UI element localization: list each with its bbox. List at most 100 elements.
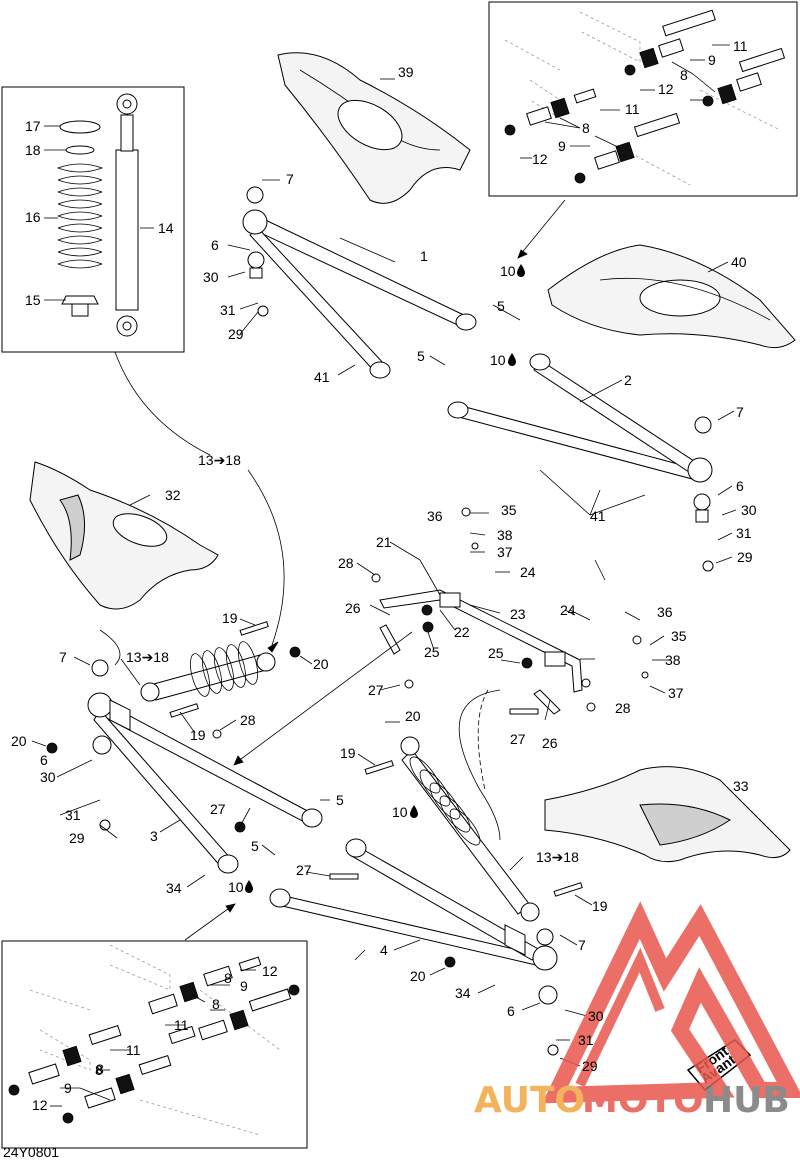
watermark-moto: MOTO bbox=[582, 1080, 704, 1121]
callout-20b: 20 bbox=[11, 733, 27, 749]
upper-a-arm-1 bbox=[242, 209, 477, 379]
callout-19c: 19 bbox=[340, 745, 356, 761]
grease-drop-icon bbox=[245, 880, 253, 893]
callout-6c: 6 bbox=[40, 752, 48, 768]
callout-30d: 30 bbox=[588, 1008, 604, 1024]
callout-18: 18 bbox=[25, 142, 41, 158]
callout-27a: 27 bbox=[368, 682, 384, 698]
grease-drop-icons bbox=[245, 264, 525, 893]
callout-37a: 37 bbox=[497, 544, 513, 560]
callout-23: 23 bbox=[510, 606, 526, 622]
watermark-auto: AUTO bbox=[474, 1080, 585, 1121]
callout-10c: 10 bbox=[392, 804, 408, 820]
callout-11b: 11 bbox=[625, 101, 640, 117]
callout-9d: 9 bbox=[64, 1080, 72, 1096]
protector-33 bbox=[544, 766, 791, 863]
callout-21: 21 bbox=[376, 534, 392, 550]
callout-25a: 25 bbox=[424, 644, 440, 660]
callout-41b: 41 bbox=[590, 508, 606, 524]
callout-20a: 20 bbox=[313, 656, 329, 672]
bushing-set-top bbox=[504, 9, 786, 186]
callout-11d: 11 bbox=[126, 1042, 141, 1058]
callout-5a: 5 bbox=[497, 298, 505, 314]
callout-7a: 7 bbox=[286, 171, 294, 187]
callout-27b: 27 bbox=[210, 801, 226, 817]
callout-27c: 27 bbox=[296, 862, 312, 878]
callout-19b: 19 bbox=[190, 727, 206, 743]
callout-31d: 31 bbox=[578, 1032, 594, 1048]
callout-12b: 12 bbox=[532, 151, 548, 167]
callout-9b: 9 bbox=[558, 138, 566, 154]
callout-7b: 7 bbox=[736, 404, 744, 420]
protector-40 bbox=[547, 244, 796, 349]
callout-20d: 20 bbox=[410, 968, 426, 984]
callout-8d: 8 bbox=[212, 996, 220, 1012]
diagram-id: 24Y0801 bbox=[3, 1144, 59, 1160]
callout-8c: 8 bbox=[224, 970, 232, 986]
callout-34b: 34 bbox=[455, 985, 471, 1001]
callout-26b: 26 bbox=[542, 735, 558, 751]
callout-14: 14 bbox=[158, 220, 174, 236]
callout-13c: 13➔18 bbox=[536, 849, 579, 865]
callout-7c: 7 bbox=[59, 649, 67, 665]
callout-7d: 7 bbox=[578, 937, 586, 953]
sway-bar-21 bbox=[379, 589, 583, 715]
protector-39 bbox=[277, 52, 471, 204]
callout-8b: 8 bbox=[582, 120, 590, 136]
shock-front-right bbox=[400, 736, 540, 922]
callout-6d: 6 bbox=[507, 1003, 515, 1019]
callout-17: 17 bbox=[25, 118, 41, 134]
callout-6b: 6 bbox=[736, 478, 744, 494]
callout-26a: 26 bbox=[345, 600, 361, 616]
callout-20c: 20 bbox=[405, 708, 421, 724]
callout-2: 2 bbox=[624, 372, 632, 388]
callout-8f: 8 bbox=[96, 1061, 104, 1077]
callout-13a: 13➔18 bbox=[198, 452, 241, 468]
callout-16: 16 bbox=[25, 209, 41, 225]
callout-3: 3 bbox=[150, 828, 158, 844]
callout-36b: 36 bbox=[657, 604, 673, 620]
callout-11a: 11 bbox=[733, 38, 748, 54]
callout-35b: 35 bbox=[671, 628, 687, 644]
callout-27d: 27 bbox=[510, 731, 526, 747]
callout-33: 33 bbox=[733, 778, 749, 794]
callout-30c: 30 bbox=[40, 769, 56, 785]
callout-31c: 31 bbox=[65, 807, 81, 823]
callout-25b: 25 bbox=[488, 645, 504, 661]
callout-37b: 37 bbox=[668, 685, 684, 701]
grease-drop-icon bbox=[508, 353, 516, 366]
lower-a-arm-3 bbox=[87, 692, 323, 874]
callout-13b: 13➔18 bbox=[126, 649, 169, 665]
upper-a-arm-2 bbox=[447, 353, 713, 523]
bushing-set-bottom bbox=[8, 944, 300, 1136]
callout-8e: 8 bbox=[95, 1062, 103, 1078]
callout-5d: 5 bbox=[251, 838, 259, 854]
callout-32: 32 bbox=[165, 487, 181, 503]
callout-1: 1 bbox=[420, 248, 428, 264]
callout-24a: 24 bbox=[520, 564, 536, 580]
inset-bushing-top-box bbox=[488, 1, 798, 197]
grease-drop-icon bbox=[517, 264, 525, 277]
callout-36a: 36 bbox=[427, 508, 443, 524]
lower-a-arm-4 bbox=[269, 838, 558, 1005]
callout-31a: 31 bbox=[220, 302, 236, 318]
shock-absorber-exploded bbox=[56, 93, 139, 337]
callout-29b: 29 bbox=[737, 549, 753, 565]
hardware-small bbox=[46, 186, 714, 1056]
callout-19a: 19 bbox=[222, 610, 238, 626]
callout-8a: 8 bbox=[680, 67, 688, 83]
callout-10a: 10 bbox=[500, 263, 516, 279]
callout-5b: 5 bbox=[417, 348, 425, 364]
shock-front-left bbox=[140, 641, 276, 702]
callout-39: 39 bbox=[398, 64, 414, 80]
callout-30b: 30 bbox=[741, 502, 757, 518]
callout-28c: 28 bbox=[615, 700, 631, 716]
callout-12c: 12 bbox=[262, 963, 278, 979]
watermark-hub: HUB bbox=[703, 1080, 790, 1121]
callout-5c: 5 bbox=[336, 792, 344, 808]
callout-9a: 9 bbox=[708, 52, 716, 68]
callout-10b: 10 bbox=[490, 352, 506, 368]
callout-38b: 38 bbox=[665, 652, 681, 668]
callout-19d: 19 bbox=[592, 898, 608, 914]
